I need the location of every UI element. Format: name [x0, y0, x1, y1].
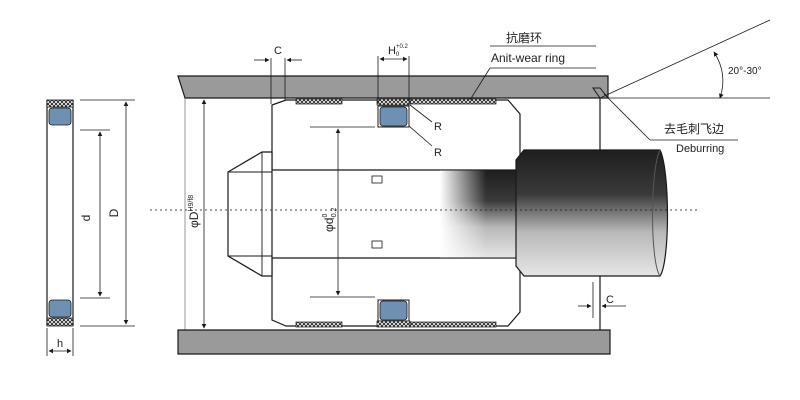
- dim-seal-D: D: [80, 99, 135, 327]
- seal-top-element: [48, 107, 72, 126]
- dim-seal-d: d: [79, 129, 110, 299]
- label-seal-d: d: [79, 215, 93, 222]
- wear-band-lower-left: [295, 321, 343, 328]
- cylinder-top-wall: [177, 75, 609, 99]
- cylinder-bottom-wall: [177, 329, 611, 355]
- label-c-top: C: [274, 45, 282, 57]
- piston-rod: [515, 149, 669, 277]
- seal-bottom-wear-band: [46, 317, 74, 327]
- dim-c-bottom: C: [578, 282, 626, 318]
- radius-callouts: R R: [408, 104, 442, 159]
- seal-lower-band: [376, 320, 411, 328]
- dim-groove-d: φd0-0.2: [310, 126, 375, 298]
- wear-band-lower-right: [409, 321, 497, 328]
- seal-upper: [379, 106, 408, 127]
- label-seal-h: h: [57, 338, 63, 350]
- wear-band-upper-left: [295, 98, 343, 105]
- label-deburr-en: Deburring: [676, 143, 724, 155]
- seal-cross-section: [46, 99, 74, 327]
- pin-lower: [371, 240, 383, 249]
- label-wear-ring-cn: 抗磨环: [506, 30, 542, 45]
- nut: [227, 151, 273, 277]
- label-angle: 20°-30°: [728, 66, 762, 77]
- label-seal-D: D: [107, 208, 121, 217]
- label-r-1: R: [434, 121, 442, 133]
- dim-c-top: C: [254, 45, 302, 104]
- seal-top-wear-band: [46, 99, 74, 108]
- seal-upper-band: [376, 98, 411, 106]
- callout-deburring: 去毛刺飞边 Deburring: [603, 93, 738, 155]
- callout-wear-ring: 抗磨环 Anit-wear ring: [469, 30, 596, 101]
- label-deburr-cn: 去毛刺飞边: [664, 122, 724, 136]
- label-c-bottom: C: [606, 294, 614, 306]
- label-r-2: R: [434, 147, 442, 159]
- dim-seal-h: h: [46, 328, 74, 356]
- wear-band-upper-right: [409, 98, 497, 105]
- pin-upper: [371, 175, 383, 184]
- label-groove-dia: φd0-0.2: [322, 207, 338, 232]
- label-bore-dia: φDH9/f8: [187, 195, 201, 228]
- seal-lower: [379, 300, 408, 321]
- dim-bore-D: φDH9/f8: [187, 99, 207, 329]
- angle-annotation: 20°-30°: [599, 19, 771, 99]
- label-wear-ring-en: Anit-wear ring: [491, 51, 565, 65]
- seal-bottom-element: [48, 299, 72, 318]
